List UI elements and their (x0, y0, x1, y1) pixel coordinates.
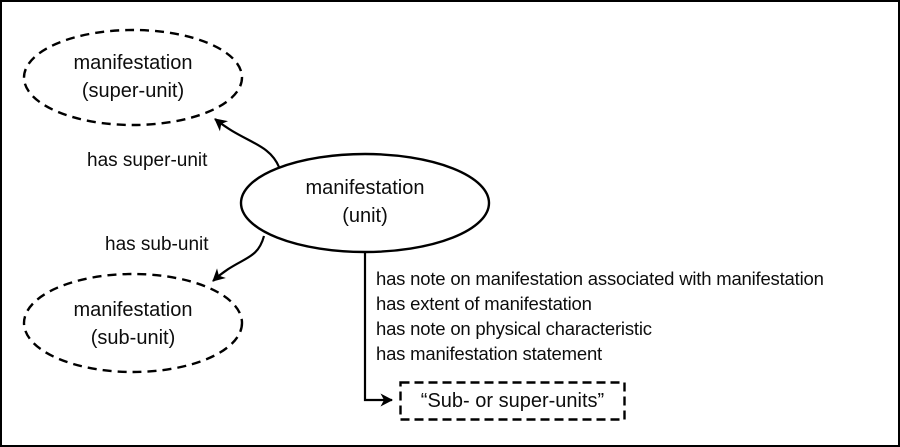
sub-unit-line1: manifestation (73, 299, 193, 321)
property-item: has note on manifestation associated wit… (376, 268, 824, 289)
property-item: has manifestation statement (376, 343, 602, 364)
sub-or-super-units-box (399, 381, 626, 421)
sub-unit-ellipse (22, 272, 244, 374)
super-unit-node-label: manifestation (super-unit) (23, 49, 243, 105)
sub-unit-node-label: manifestation (sub-unit) (23, 296, 243, 352)
properties-elbow-arrow (363, 252, 393, 407)
sub-unit-line2: (sub-unit) (90, 327, 176, 349)
property-item: has note on physical characteristic (376, 318, 652, 339)
super-unit-ellipse (22, 28, 244, 127)
unit-line1: manifestation (305, 177, 425, 199)
edge-label-has-super-unit: has super-unit (87, 150, 208, 171)
has-super-unit-arrow (214, 118, 281, 168)
unit-line2: (unit) (342, 205, 388, 227)
sub-or-super-units-label: “Sub- or super-units” (420, 389, 605, 412)
super-unit-line2: (super-unit) (81, 80, 185, 102)
properties-list: has note on manifestation associated wit… (376, 266, 824, 366)
unit-node-label: manifestation (unit) (255, 174, 475, 230)
property-item: has extent of manifestation (376, 293, 592, 314)
has-sub-unit-arrow (212, 235, 266, 282)
super-unit-line1: manifestation (73, 52, 193, 74)
edge-label-has-sub-unit: has sub-unit (105, 234, 209, 255)
